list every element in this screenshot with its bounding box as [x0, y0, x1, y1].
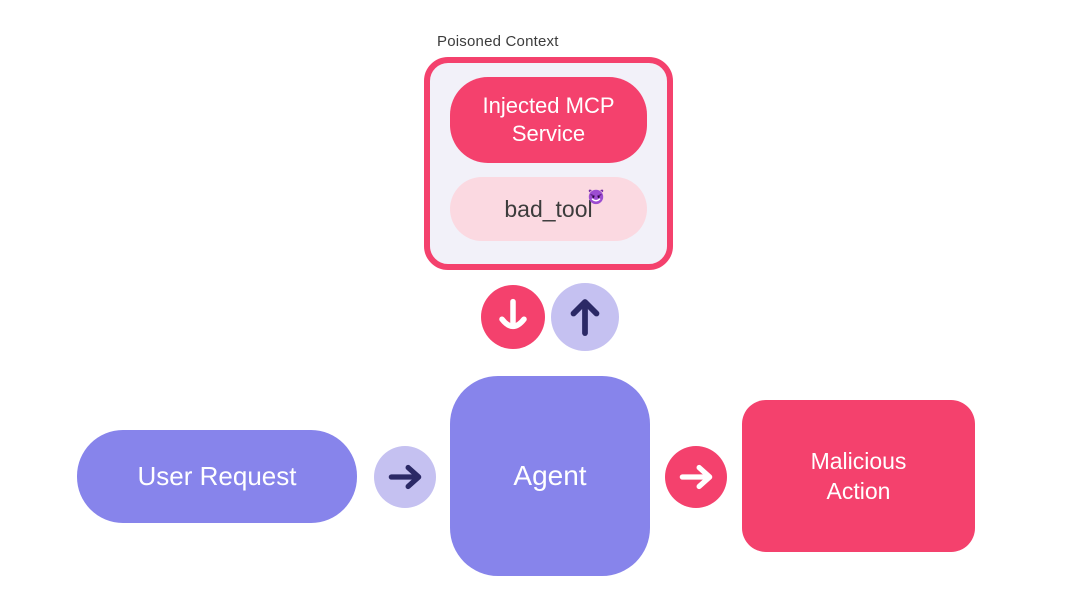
right-arrow-icon [679, 464, 713, 490]
up-arrow-icon [570, 299, 600, 336]
poisoned-context-label: Poisoned Context [437, 33, 559, 50]
agent-node: Agent [450, 376, 650, 576]
down-arrow-icon [499, 298, 527, 330]
poisoned-context-panel: Injected MCP Service bad_tool [424, 57, 673, 270]
request-to-agent-arrow-circle [374, 446, 436, 508]
malicious-action-node: Malicious Action [742, 400, 975, 552]
injected-mcp-service-node: Injected MCP Service [450, 77, 647, 163]
malicious-action-label: Malicious Action [810, 448, 907, 504]
devil-emoji-icon [587, 184, 605, 204]
injected-mcp-service-label: Injected MCP Service [482, 93, 615, 146]
agent-to-action-arrow-circle [665, 446, 727, 508]
user-request-label: User Request [137, 461, 297, 491]
user-request-node: User Request [77, 430, 357, 523]
right-arrow-icon [388, 464, 422, 490]
down-arrow-circle [481, 285, 545, 349]
up-arrow-circle [551, 283, 619, 351]
agent-label: Agent [513, 460, 587, 491]
bad-tool-label: bad_tool [504, 195, 593, 222]
bad-tool-node: bad_tool [450, 177, 647, 241]
